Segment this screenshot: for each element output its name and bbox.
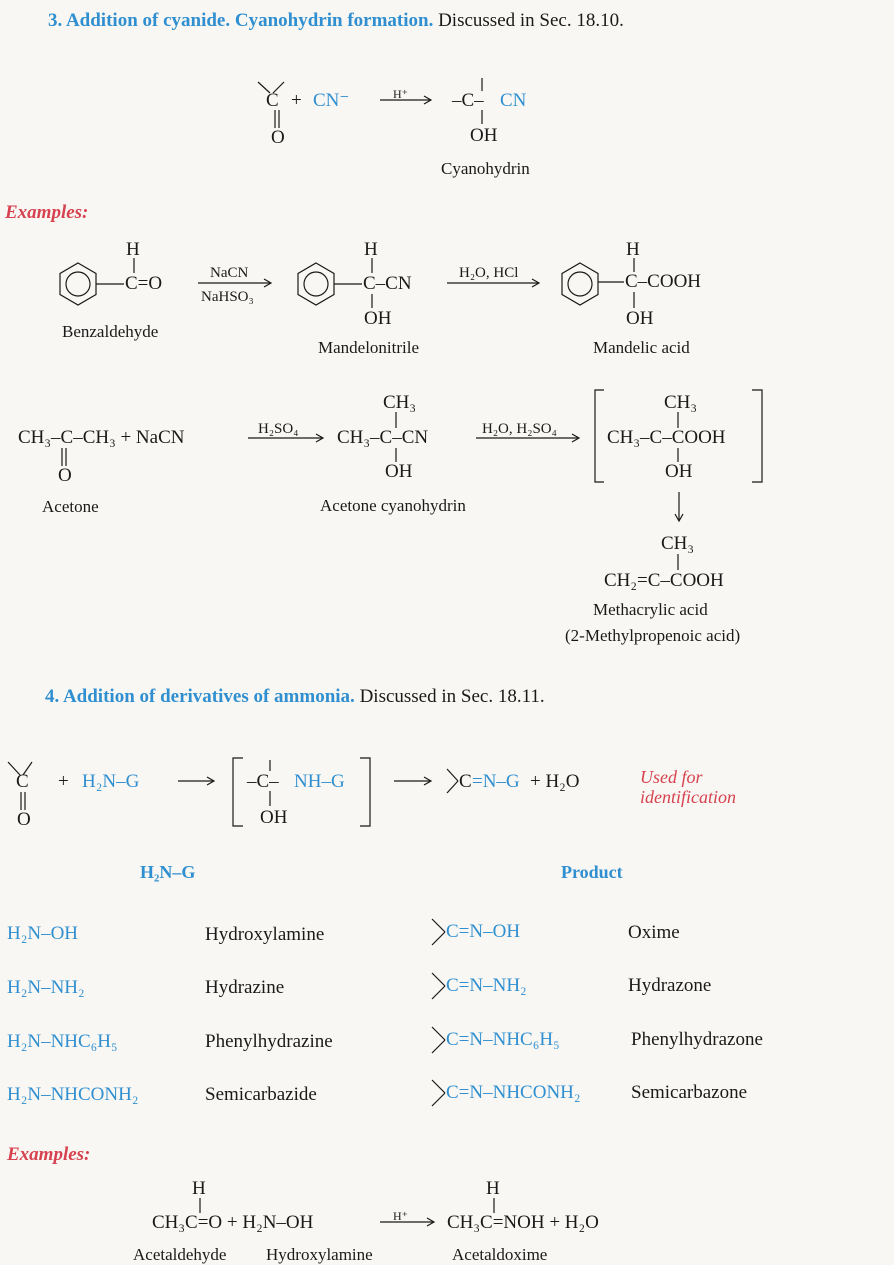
catalyst-label: H⁺ — [393, 87, 408, 101]
product-oh: OH — [470, 125, 498, 146]
reagent-formula: H₂N–OH — [7, 923, 79, 944]
product-name: Semicarbazone — [631, 1082, 748, 1103]
product-formula: C=N–NH₂ — [446, 975, 527, 996]
acetone-formula: CH₃–C–CH₃ + NaCN — [18, 427, 185, 448]
compound-name: Acetaldehyde — [133, 1245, 227, 1264]
reagent-name: Hydroxylamine — [205, 924, 325, 945]
h-label: H — [364, 239, 378, 260]
product-name: Cyanohydrin — [441, 159, 530, 178]
product-cn: CN — [500, 90, 527, 111]
products-formula: CH₃C=NOH + H₂O — [447, 1212, 599, 1233]
compound-name: Mandelonitrile — [318, 338, 420, 357]
reagent-label: H₂SO₄ — [258, 421, 299, 437]
nitrile-group: C–CN — [363, 273, 412, 294]
reagent-name: Hydrazine — [205, 977, 285, 998]
plus-sign: + — [291, 90, 302, 111]
examples-label: Examples: — [5, 202, 89, 223]
section-4-title: 4. Addition of derivatives of ammonia. — [45, 686, 355, 707]
benzene-ring — [297, 262, 335, 306]
reagent-formula: H₂N–NHC₆H₅ — [7, 1031, 118, 1052]
plus-sign: + — [58, 771, 69, 792]
intermediate-carbon: –C– — [247, 771, 279, 792]
reagent-label: H₂O, H₂SO₄ — [482, 421, 557, 437]
compound-name: Acetone — [42, 497, 99, 516]
reactants-formula: CH₃C=O + H₂N–OH — [152, 1212, 314, 1233]
compound-name: Hydroxylamine — [266, 1245, 373, 1264]
product-formula: C=N–NHC₆H₅ — [446, 1029, 560, 1050]
section-4-ref: Discussed in Sec. 18.11. — [359, 686, 545, 707]
section-3-heading: 3. Addition of cyanide. Cyanohydrin form… — [48, 11, 624, 31]
product-name: Oxime — [628, 922, 680, 943]
table-header-product: Product — [561, 862, 623, 882]
h-label: H — [486, 1178, 500, 1199]
section-3-title: 3. Addition of cyanide. Cyanohydrin form… — [48, 10, 434, 31]
oh-label: OH — [626, 308, 654, 329]
reagent-label: H₂O, HCl — [459, 265, 519, 281]
compound-name: Methacrylic acid — [593, 600, 708, 619]
product-carbon: C — [459, 771, 472, 792]
reagent-top: NaCN — [210, 265, 249, 281]
methyl-label: CH₃ — [661, 533, 695, 554]
benzene-ring — [59, 262, 97, 306]
cyanide-ion: CN⁻ — [313, 90, 350, 111]
aldehyde-group: C=O — [125, 273, 163, 294]
bracket-right — [752, 389, 763, 483]
compound-iupac-name: (2-Methylpropenoic acid) — [565, 626, 741, 645]
intermediate-formula: CH₃–C–COOH — [607, 427, 726, 448]
benzene-ring — [561, 262, 599, 306]
catalyst-label: H⁺ — [393, 1209, 408, 1223]
intermediate-nhg: NH–G — [294, 771, 345, 792]
h-label: H — [126, 239, 140, 260]
product-imine: =N–G — [472, 771, 520, 792]
reagent-name: Semicarbazide — [205, 1084, 317, 1105]
carbonyl-carbon: C — [16, 771, 29, 792]
compound-name: Acetaldoxime — [452, 1245, 548, 1264]
examples-label: Examples: — [7, 1144, 91, 1165]
section-4-heading: 4. Addition of derivatives of ammonia. D… — [45, 687, 545, 707]
product-formula: C=N–OH — [446, 921, 521, 942]
carbonyl-oxygen: O — [17, 809, 31, 830]
oh-label: OH — [385, 461, 413, 482]
carbonyl-carbon: C — [266, 90, 279, 111]
table-header-reagent: H₂N–G — [140, 862, 196, 882]
acid-group: C–COOH — [625, 271, 702, 292]
note-line-1: Used for — [640, 767, 703, 787]
bracket-left — [594, 389, 604, 483]
oh-label: OH — [260, 807, 288, 828]
h-label: H — [192, 1178, 206, 1199]
note-line-2: identification — [640, 787, 736, 807]
oh-label: OH — [364, 308, 392, 329]
methacrylic-formula: CH₂=C–COOH — [604, 570, 724, 591]
product-formula: C=N–NHCONH₂ — [446, 1082, 581, 1103]
reagent-formula: H₂N–NH₂ — [7, 977, 85, 998]
o-label: O — [58, 465, 72, 486]
h-label: H — [626, 239, 640, 260]
product-name: Phenylhydrazone — [631, 1029, 763, 1050]
methyl-label: CH₃ — [383, 392, 417, 413]
ammonia-derivative: H₂N–G — [82, 771, 140, 792]
compound-name: Benzaldehyde — [62, 322, 159, 341]
product-water: + H₂O — [530, 771, 580, 792]
compound-name: Mandelic acid — [593, 338, 690, 357]
carbonyl-oxygen: O — [271, 127, 285, 148]
reagent-bottom: NaHSO₃ — [201, 289, 254, 305]
compound-name: Acetone cyanohydrin — [320, 496, 466, 515]
product-name: Hydrazone — [628, 975, 712, 996]
cyanohydrin-formula: CH₃–C–CN — [337, 427, 429, 448]
methyl-label: CH₃ — [664, 392, 698, 413]
reagent-name: Phenylhydrazine — [205, 1031, 333, 1052]
oh-label: OH — [665, 461, 693, 482]
product-carbon: –C– — [452, 90, 484, 111]
reagent-formula: H₂N–NHCONH₂ — [7, 1084, 139, 1105]
section-3-ref: Discussed in Sec. 18.10. — [438, 10, 624, 31]
